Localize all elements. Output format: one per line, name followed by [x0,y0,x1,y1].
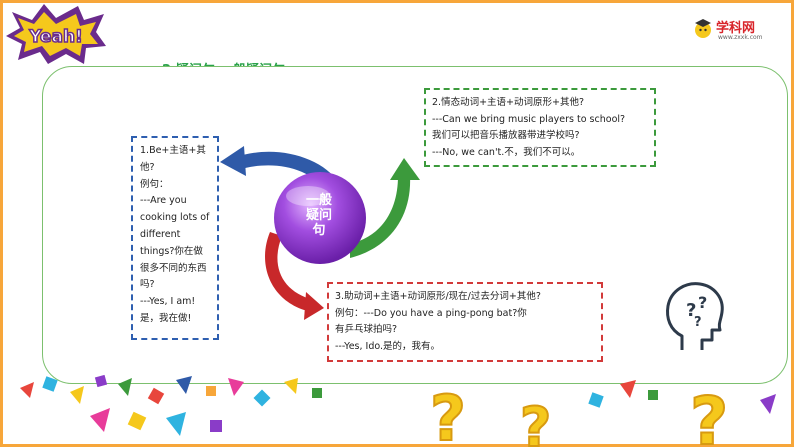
question-marks-right-icon: ? ? ? [429,380,776,447]
logo-subtext: www.zxxk.com [718,34,763,41]
yeah-badge-icon: Yeah! [6,4,106,64]
box-line: ---Yes, Ido.是的，我有。 [335,340,441,352]
modal-question-box: 2.情态动词+主语+动词原形+其他? ---Can we bring music… [424,88,656,167]
box-line: 2.情态动词+主语+动词原形+其他? [432,97,584,108]
center-line: 疑问 [305,208,332,223]
xuekewang-logo-icon [695,19,711,38]
box-line: ---No, we can't.不，我们不可以。 [432,146,581,158]
svg-text:?: ? [430,382,466,447]
svg-text:?: ? [698,293,707,312]
center-circle-label: 一般 疑问 句 [291,193,347,238]
box-line: ---Are you cooking lots of different thi… [140,195,210,291]
box-line: 例句：---Do you have a ping-pong bat?你 [335,307,527,319]
box-line: 3.助动词+主语+动词原形/现在/过去分词+其他? [335,291,541,302]
confetti-left-icon [20,374,322,436]
auxiliary-question-box: 3.助动词+主语+动词原形/现在/过去分词+其他? 例句：---Do you h… [327,282,603,362]
red-arrow-icon [265,232,324,320]
svg-text:?: ? [686,300,696,321]
be-question-box: 1.Be+主语+其他? 例句： ---Are you cooking lots … [131,136,219,340]
center-line: 句 [312,223,326,238]
blue-arrow-icon [220,146,340,192]
box-line: 我们可以把音乐播放器带进学校吗? [432,130,580,141]
box-line: 例句： [140,178,169,190]
center-circle [274,172,366,264]
box-line: ---Yes, I am!是，我在做! [140,296,196,324]
svg-text:?: ? [520,396,551,447]
head-question-icon: ? ? ? [666,282,724,350]
svg-text:?: ? [690,383,728,447]
mind-map-arrows [220,146,420,320]
center-line: 一般 [305,193,332,208]
box-line: 1.Be+主语+其他? [140,145,206,173]
badge-text: Yeah! [28,27,83,47]
green-arrow-icon [350,158,420,258]
logo-text: 学科网 [716,21,756,36]
bottom-decoration: ? ? ? [20,374,776,447]
box-line: 有乒乓球拍吗? [335,324,398,335]
svg-text:?: ? [694,315,702,330]
box-line: ---Can we bring music players to school? [432,113,626,125]
